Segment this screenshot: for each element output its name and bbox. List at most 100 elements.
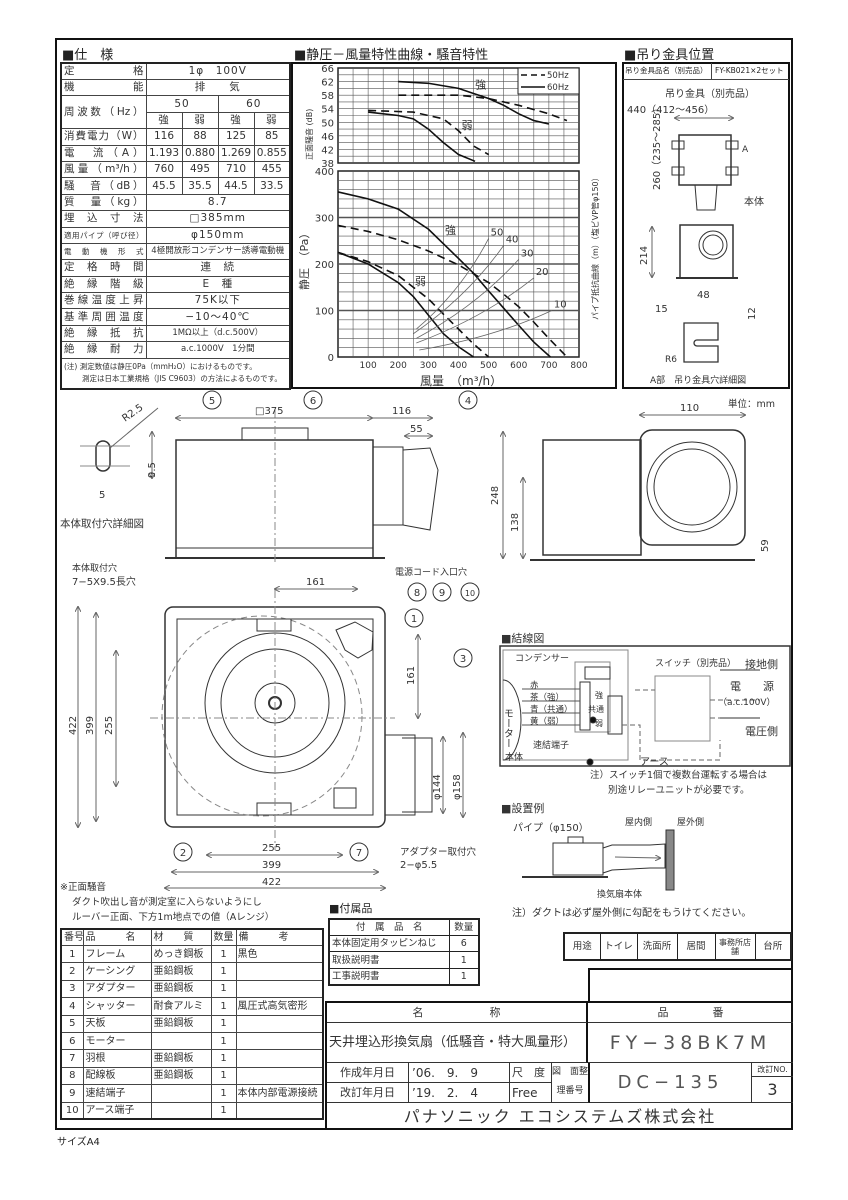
pipe-curve [419,310,553,351]
callout-8: 8 [414,588,420,599]
hanger-detail-caption: A部 吊り金具穴詳細図 [650,374,746,386]
parts-cell [150,1031,212,1051]
parts-cell: 7 [60,1049,84,1068]
terminal-label: 速結端子 [533,739,569,751]
dim-214: 214 [639,246,650,265]
accessories-cell: 1 [448,951,480,969]
terminal-strong: 強 [595,690,603,700]
spec-value: 710 [217,160,255,179]
pipe-curve [416,259,520,339]
parts-cell: 亜鉛鋼板 [150,979,212,999]
scale-value: Free [510,1083,552,1103]
voltage-side-label: 電圧側 [745,725,778,738]
spec-note-row: (注) 測定数値は静圧0Pa（mmH₂O）におけるものです。測定は日本工業規格（… [60,357,291,390]
series-line-50Hz 弱 [337,251,490,358]
spec-label: 定 格 時 間 [60,259,147,277]
hanger-drawing: 吊り金具（別売品） 440（412〜456） A 260（235〜285） 本体… [627,87,764,386]
adapter-hole-spec: 2−φ5.5 [400,860,437,871]
noise-note-line2: ルーバー正面、下方1m地点での値（Aレンジ） [72,911,274,923]
spec-hz: 50 [145,95,219,113]
usage-cell: 用途 [563,932,601,961]
drawing-no-label: 図 面整理番号 [552,1063,590,1103]
usage-cell: 事務所店舗 [714,932,756,961]
hanger-name-value: FY-KB021×2セット [711,63,784,79]
callout-5: 5 [209,396,215,407]
parts-cell: 亜鉛鋼板 [150,1066,212,1086]
switch-label: スイッチ（別売品） [655,657,736,669]
accessories-cell: 6 [448,934,480,953]
hanger-width-dim: 440（412〜456） [627,104,714,116]
revision-label: 改訂NO. [752,1063,793,1077]
parts-cell: 亜鉛鋼板 [150,1049,212,1068]
dim-48: 48 [697,290,710,301]
parts-cell [150,1101,212,1120]
hole-detail-caption: 本体取付穴詳細図 [60,517,144,530]
company-name: パナソニック エコシステムズ株式会社 [403,1107,717,1126]
dim-15: 15 [655,304,668,315]
power-spec: （a.c.100V） [718,697,776,708]
x-tick-label: 100 [360,361,377,371]
wire-red: 赤 [530,681,539,691]
pipe-curve-label: 10 [554,300,567,311]
parts-cell [235,1014,324,1033]
spec-value: E 種 [145,275,291,294]
parts-cell: 本体内部電源接続 [235,1084,324,1103]
wiring-note-1: 注）スイッチ1個で複数台運転する場合は [590,769,768,781]
callout-1: 1 [411,614,417,625]
dim-138: 138 [510,513,521,532]
usage-cell: トイレ [599,932,638,961]
callout-circle [173,842,193,862]
wire-brown: 茶（強） [530,692,564,703]
accessories-header-cell: 付 属 品 名 [328,918,450,936]
parts-cell: 8 [60,1066,84,1086]
parts-cell [150,1084,212,1103]
spec-label: 消費電力（W） [60,128,147,146]
spec-value: 125 [217,128,255,146]
callout-circle [407,582,427,602]
mount-hole-label: 本体取付穴 [72,562,117,574]
dim-12: 12 [747,307,758,320]
callout-circle [202,390,222,410]
y-tick-label: 42 [321,145,334,156]
parts-header: 番号品 名材 質数量備 考 [60,928,324,946]
drawing-number: DC−135 [590,1063,752,1103]
y-tick-label: 50 [321,118,334,129]
callout-9: 9 [439,588,445,599]
name-header: 名 称 [327,1003,588,1023]
chart-box [291,62,617,389]
side-view: □375 116 55 110 248 138 59 単位：mm [165,398,775,565]
terminal-weak: 弱 [595,719,603,728]
parts-cell: 亜鉛鋼板 [150,962,212,981]
wiring-title: ■結線図 [501,631,544,645]
wire-blue: 青（共通） [530,704,573,715]
parts-cell [235,1066,324,1086]
y-tick-label: 66 [321,64,334,75]
parts-cell [235,1031,324,1051]
parts-cell: アダプター [82,979,152,999]
mount-hole-spec: 7−5X9.5長穴 [72,575,136,588]
x-tick-label: 200 [390,361,407,371]
dim-161-top: 161 [306,577,325,588]
parts-cell: シャッター [82,997,152,1016]
revised-date: ’19. 2. 4 [409,1083,510,1103]
accessories-header-cell: 数量 [448,918,480,936]
outdoor-label: 屋外側 [677,816,704,828]
earth-label: アース [640,757,669,768]
dim-110: 110 [680,403,699,414]
spec-value: 760 [145,160,183,179]
wiring-note-2: 別途リレーユニットが必要です。 [608,784,750,796]
spec-row: 質 量（kg）8.7 [60,193,291,212]
parts-cell: 2 [60,962,84,981]
y-tick-label: 200 [315,260,334,271]
plan-view: 本体取付穴 7−5X9.5長穴 電源コード入口穴 161 161 422 399… [60,562,477,923]
spec-label: 絶 縁 耐 力 [60,341,147,359]
parts-cell: 耐食アルミ [150,997,212,1016]
usage-cell: 洗面所 [636,932,678,961]
spec-label: 絶 縁 階 級 [60,275,147,294]
number-header: 品 番 [588,1003,793,1023]
